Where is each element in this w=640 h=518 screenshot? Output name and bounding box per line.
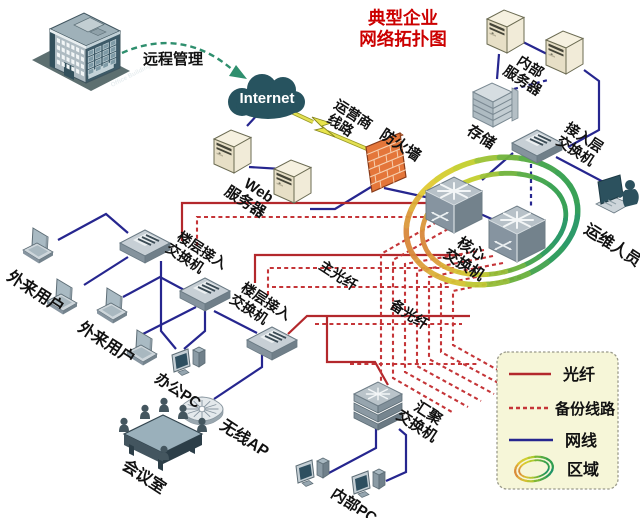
svg-text:区域: 区域 [567,460,599,479]
svg-text:典型企业: 典型企业 [368,8,438,28]
svg-text:远程管理: 远程管理 [143,50,203,68]
svg-text:备份线路: 备份线路 [554,400,616,418]
svg-text:网线: 网线 [565,431,597,450]
svg-text:网络拓扑图: 网络拓扑图 [359,29,447,49]
svg-text:Internet: Internet [239,90,294,107]
svg-text:光纤: 光纤 [562,365,595,384]
